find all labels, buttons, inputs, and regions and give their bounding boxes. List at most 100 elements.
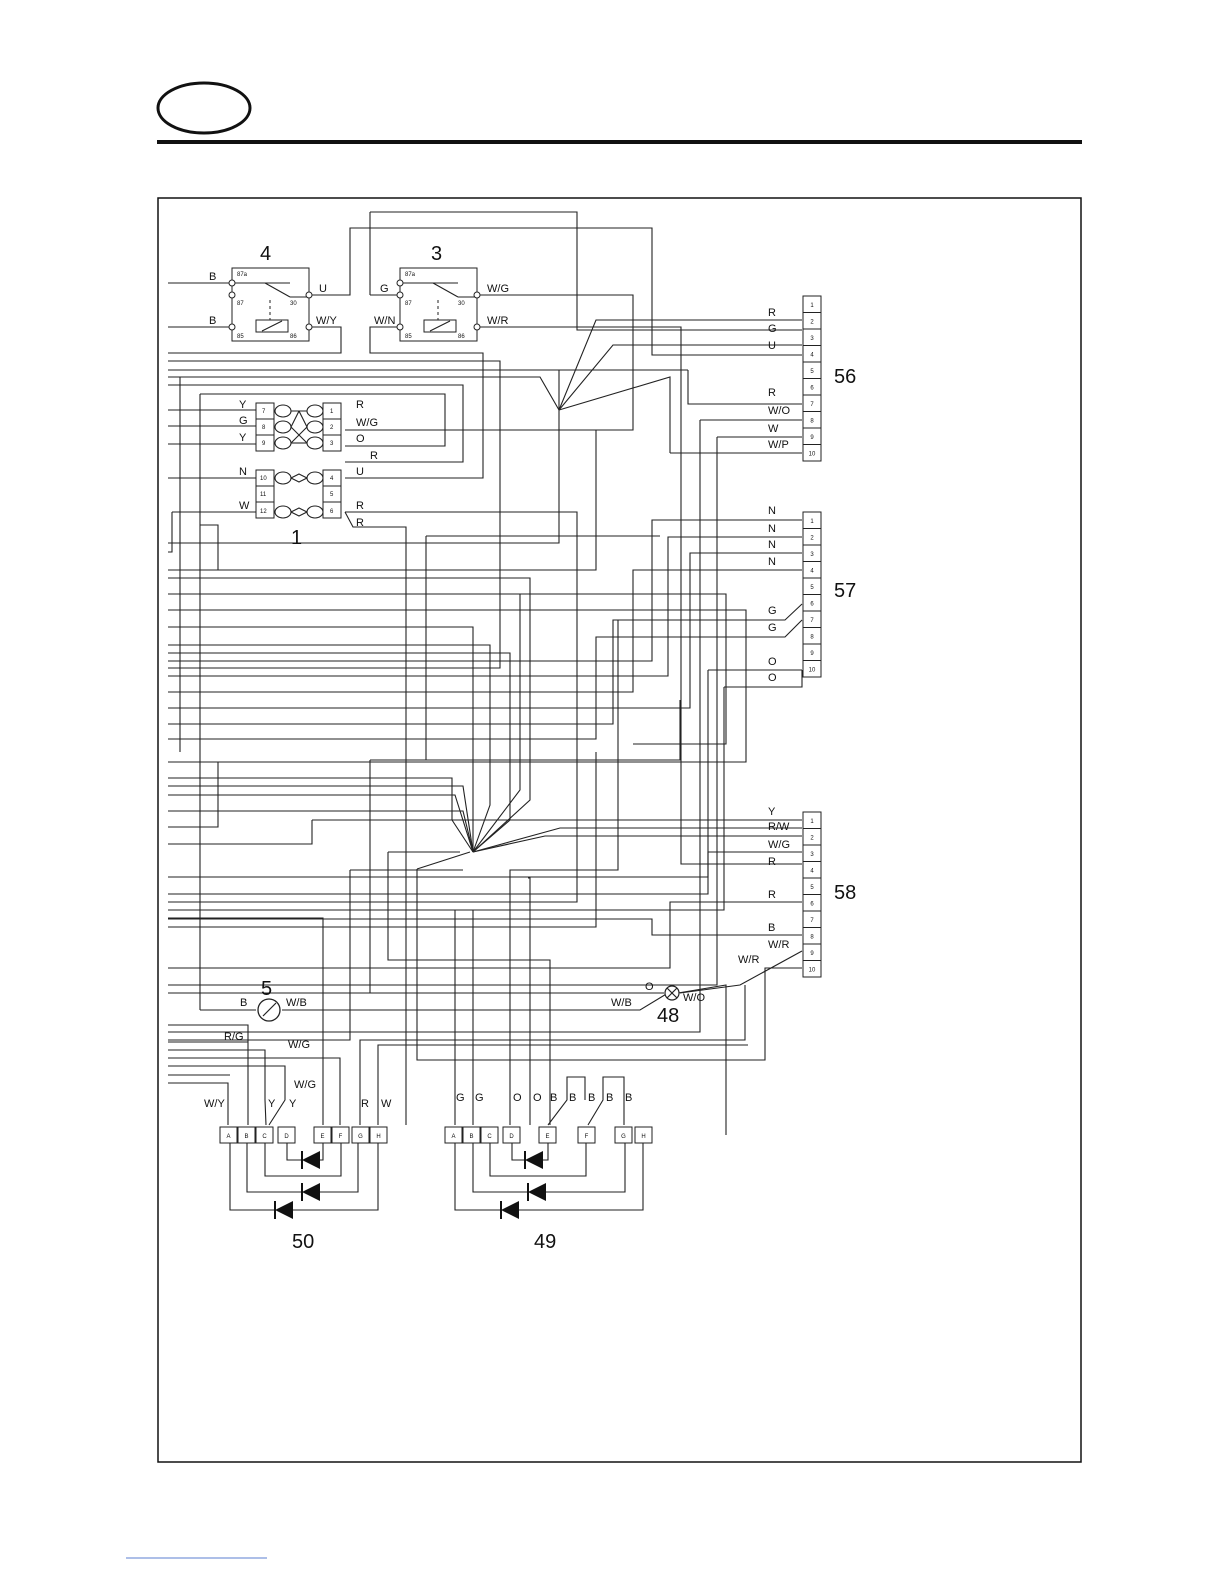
diode-wire [264, 1143, 342, 1177]
relay-4-left-label-2: B [209, 315, 216, 327]
diode-wire-label: B [550, 1092, 557, 1104]
relay-3-terminal: 85 [405, 334, 412, 340]
connector-pin-number: 8 [810, 635, 814, 641]
relay-4-terminal: 85 [237, 334, 244, 340]
connector-1-pin: 2 [330, 425, 334, 431]
connector-1-pin: 6 [330, 509, 334, 515]
connector-pin-number: 1 [810, 819, 814, 825]
diode-pin-letter: H [376, 1134, 380, 1140]
connector-wire-label: R [768, 856, 776, 868]
relay-4-terminal: 87 [237, 301, 244, 307]
diode-wire-label: O [513, 1092, 522, 1104]
diode-wire-label: Y [268, 1098, 276, 1110]
connector-1-wire-label: R [356, 500, 364, 512]
relay-3-id: 3 [431, 243, 442, 265]
connector-pin-number: 6 [810, 602, 814, 608]
connector-wire-label: R/W [768, 821, 790, 833]
connector-wire-label: R [768, 889, 776, 901]
relay-4-terminal: 30 [290, 301, 297, 307]
diode-wire-label: Y [289, 1098, 297, 1110]
diode-wire [489, 1143, 587, 1177]
connector-wire-label: W/P [768, 439, 789, 451]
connector-pin-number: 3 [810, 552, 814, 558]
diode-pin-letter: G [621, 1134, 626, 1140]
diode-wire-label: G [456, 1092, 465, 1104]
diode-symbol [302, 1183, 320, 1201]
connector-wire-label: N [768, 523, 776, 535]
relay-3-right-label-1: W/G [487, 283, 509, 295]
connector-pin-number: 7 [810, 402, 814, 408]
connector-pin-number: 6 [810, 902, 814, 908]
connector-wire-label: O [768, 656, 777, 668]
connector-pin-cell [802, 444, 822, 462]
connector-pin-number: 3 [810, 336, 814, 342]
connector-pin-number: 6 [810, 386, 814, 392]
connector-pin-number: 2 [810, 836, 814, 842]
connector-pin-number: 8 [810, 935, 814, 941]
connector-1-wire-label: R [356, 399, 364, 411]
diode-wire-label: G [475, 1092, 484, 1104]
connector-1-wire-label: W [239, 500, 250, 512]
connector-1-pin: 5 [330, 492, 334, 498]
connector-1-pin: 1 [330, 409, 334, 415]
connector-pin-number: 4 [810, 569, 814, 575]
connector-wire-label: G [768, 622, 777, 634]
connector-pin-number: 8 [810, 419, 814, 425]
connector-wire-label: R [768, 307, 776, 319]
connector-wire-label: B [768, 922, 775, 934]
connector-wire-label: W/G [768, 839, 790, 851]
connector-pin-number: 4 [810, 869, 814, 875]
connector-wire-label: G [768, 605, 777, 617]
connector-pin-number: 10 [809, 668, 816, 674]
diode-pack-id: 50 [292, 1231, 314, 1253]
diode-pin-letter: F [339, 1134, 343, 1140]
connector-pin-number: 2 [810, 536, 814, 542]
diode-wire [229, 1143, 379, 1211]
diode-wire-label: W/G [288, 1039, 310, 1051]
connector-wire-label: W/O [768, 405, 790, 417]
diode-pin-letter: B [469, 1134, 473, 1140]
connector-1-id: 1 [291, 527, 302, 549]
diode-pin-cell [462, 1126, 481, 1144]
connector-1-pin: 3 [330, 441, 334, 447]
connector-pin-cell [802, 660, 822, 678]
diode-pin-letter: E [545, 1134, 549, 1140]
connector-pin-number: 3 [810, 852, 814, 858]
lamp-48: 48 O W/B W/O [611, 981, 705, 1027]
connector-wire-label: W [768, 423, 779, 435]
diode-symbol [275, 1201, 293, 1219]
diode-pin-letter: C [262, 1134, 267, 1140]
diode-wire [472, 1143, 626, 1193]
connector-wire-label: O [768, 672, 777, 684]
connector-pin-number: 1 [810, 303, 814, 309]
connector-1-pin: 12 [260, 509, 267, 515]
connector-pin-number: 10 [809, 452, 816, 458]
connector-wire-label: N [768, 539, 776, 551]
relay-4-right-label-1: U [319, 283, 327, 295]
diode-pin-letter: H [641, 1134, 645, 1140]
connector-wire-label: G [768, 323, 777, 335]
connector-1-wire-label: R [370, 450, 378, 462]
relay-4: 4 B B U W/Y 87a 87 30 85 86 [209, 243, 337, 342]
connector-pin-number: 7 [810, 618, 814, 624]
lamp-48-id: 48 [657, 1005, 679, 1027]
lamp-48-label-wb: W/B [611, 997, 632, 1009]
connector-1-wire-label: G [239, 415, 248, 427]
relay-3-terminal: 87a [405, 272, 416, 278]
diode-pin-letter: E [320, 1134, 324, 1140]
connector-wire-label: Y [768, 806, 776, 818]
connector-wire-label: N [768, 505, 776, 517]
diode-pin-letter: A [226, 1134, 230, 1140]
connector-pin-cell [802, 960, 822, 978]
connector-1-wire-label: U [356, 466, 364, 478]
diode-pin-letter: F [585, 1134, 589, 1140]
relay-3-terminal: 30 [458, 301, 465, 307]
connector-1-wire-label: O [356, 433, 365, 445]
connector-1-wire-label: N [239, 466, 247, 478]
relay-4-terminal: 87a [237, 272, 248, 278]
diode-pin-cell [219, 1126, 238, 1144]
connector-1-wire-label: Y [239, 432, 247, 444]
